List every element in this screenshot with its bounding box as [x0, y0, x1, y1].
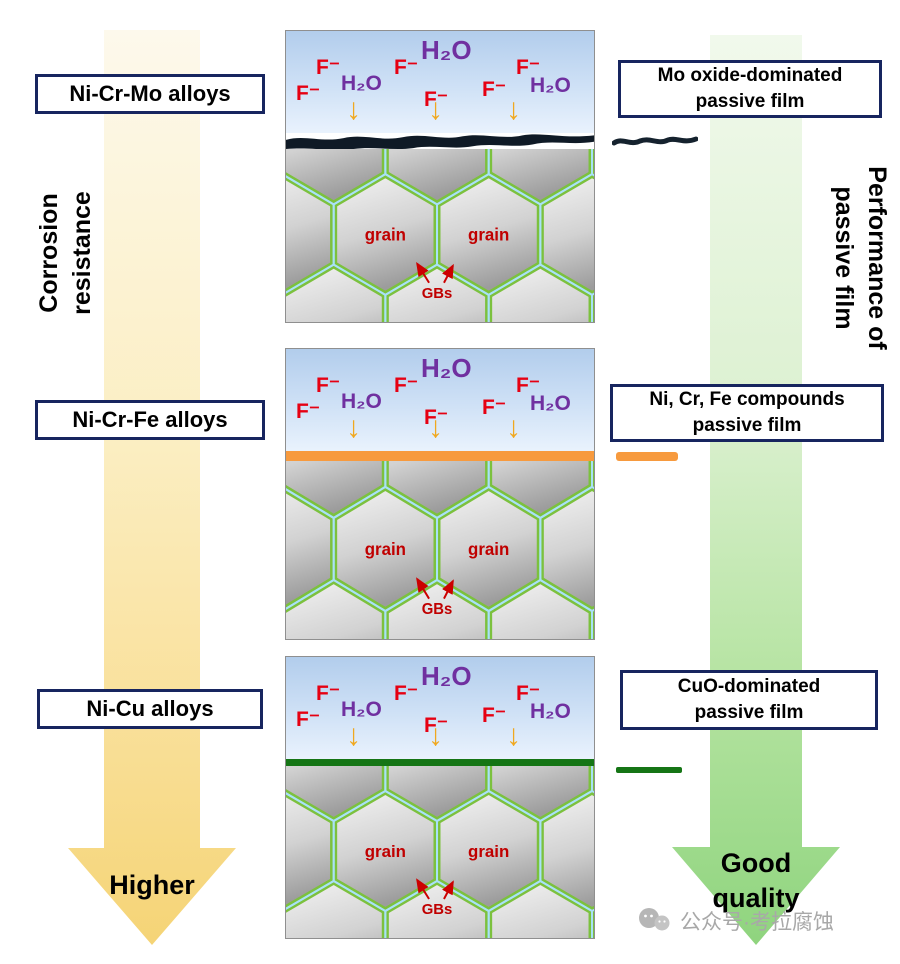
film-label-mo-oxide: Mo oxide-dominated passive film: [618, 60, 882, 118]
water-molecule-label: H₂O: [341, 390, 382, 413]
caption-line: quality: [712, 883, 800, 914]
fluoride-ion-label: F⁻: [296, 708, 320, 731]
caption-line: Good: [720, 848, 792, 878]
grain-label: grain: [365, 842, 406, 861]
grain-label: grain: [468, 225, 509, 244]
down-arrow-icon: ↓: [428, 411, 443, 444]
film-label-ni-cr-fe-compounds: Ni, Cr, Fe compounds passive film: [610, 384, 884, 442]
fluoride-ion-label: F⁻: [316, 682, 340, 705]
water-molecule-label: H₂O: [421, 353, 472, 383]
film-label-cuo: CuO-dominated passive film: [620, 670, 878, 730]
watermark-text: 公众号·考拉腐蚀: [680, 911, 834, 934]
panel-ni-cr-fe: F⁻ H₂O F⁻ H₂O F⁻ H₂O F⁻ F⁻ F⁻ ↓ ↓ ↓ grai…: [285, 348, 595, 640]
fluoride-ion-label: F⁻: [296, 400, 320, 423]
down-arrow-icon: ↓: [346, 93, 361, 126]
film-label-line: Ni, Cr, Fe compounds: [649, 389, 845, 411]
water-molecule-label: H₂O: [421, 35, 472, 65]
solution-region: F⁻ H₂O F⁻ H₂O F⁻ H₂O F⁻ F⁻ F⁻ ↓ ↓ ↓: [286, 31, 594, 133]
down-arrow-icon: ↓: [506, 93, 521, 126]
wechat-official-account-icon: [639, 908, 670, 931]
alloy-label-ni-cr-fe: Ni-Cr-Fe alloys: [35, 400, 265, 440]
grain-label: grain: [365, 539, 406, 559]
watermark: 公众号·考拉腐蚀: [638, 906, 834, 936]
fluoride-ion-label: F⁻: [482, 704, 506, 727]
alloy-label-ni-cu: Ni-Cu alloys: [37, 689, 263, 729]
water-molecule-label: H₂O: [421, 661, 472, 691]
panel-ni-cu: F⁻ H₂O F⁻ H₂O F⁻ H₂O F⁻ F⁻ F⁻ ↓ ↓ ↓ grai…: [285, 656, 595, 939]
down-arrow-icon: ↓: [428, 719, 443, 752]
grain-boundaries-label: GBs: [422, 601, 453, 618]
alloy-microstructure: grain grain GBs: [286, 766, 594, 938]
film-label-line: passive film: [695, 91, 805, 112]
passive-film-layer-mo: [286, 129, 594, 149]
water-molecule-label: H₂O: [341, 698, 382, 721]
solution-region: F⁻ H₂O F⁻ H₂O F⁻ H₂O F⁻ F⁻ F⁻ ↓ ↓ ↓: [286, 657, 594, 759]
film-swatch-mo: [612, 136, 698, 146]
fluoride-ion-label: F⁻: [424, 88, 448, 111]
fluoride-ion-label: F⁻: [516, 682, 540, 705]
film-label-line: CuO-dominated: [677, 676, 821, 698]
corrosion-resistance-axis-label: Corrosion resistance: [33, 93, 99, 413]
film-label-line: passive film: [694, 702, 804, 723]
axis-label-line: resistance: [67, 191, 96, 315]
fluoride-ion-label: F⁻: [316, 56, 340, 79]
down-arrow-icon: ↓: [506, 719, 521, 752]
fluoride-ion-label: F⁻: [424, 714, 448, 737]
down-arrow-icon: ↓: [428, 93, 443, 126]
fluoride-ion-label: F⁻: [316, 374, 340, 397]
axis-label-line: Corrosion: [35, 193, 63, 313]
film-swatch-cu: [616, 767, 682, 773]
fluoride-ion-label: F⁻: [296, 82, 320, 105]
fluoride-ion-label: F⁻: [394, 374, 418, 397]
water-molecule-label: H₂O: [530, 74, 571, 97]
alloy-label-ni-cr-mo: Ni-Cr-Mo alloys: [35, 74, 265, 114]
axis-label-line: Performance of: [863, 166, 891, 350]
passive-film-performance-axis-label: Performance of passive film: [827, 88, 893, 428]
film-label-line: passive film: [692, 415, 802, 436]
grain-label: grain: [468, 539, 509, 559]
panel-ni-cr-mo: F⁻ H₂O F⁻ H₂O F⁻ H₂O F⁻ F⁻ F⁻ ↓ ↓ ↓ grai…: [285, 30, 595, 323]
passive-film-layer-fe: [286, 451, 594, 461]
fluoride-ion-label: F⁻: [482, 78, 506, 101]
fluoride-ion-label: F⁻: [394, 56, 418, 79]
passive-film-performance-arrow: [672, 35, 840, 945]
alloy-microstructure: grain grain GBs: [286, 461, 594, 639]
grain-label: grain: [365, 225, 406, 244]
grain-label: grain: [468, 842, 509, 861]
axis-label-line: passive film: [830, 186, 859, 330]
fluoride-ion-label: F⁻: [516, 56, 540, 79]
fluoride-ion-label: F⁻: [394, 682, 418, 705]
alloy-microstructure: grain grain GBs: [286, 149, 594, 322]
water-molecule-label: H₂O: [530, 700, 571, 723]
grain-boundaries-label: GBs: [422, 901, 453, 918]
down-arrow-icon: ↓: [506, 411, 521, 444]
solution-region: F⁻ H₂O F⁻ H₂O F⁻ H₂O F⁻ F⁻ F⁻ ↓ ↓ ↓: [286, 349, 594, 451]
fluoride-ion-label: F⁻: [516, 374, 540, 397]
fluoride-ion-label: F⁻: [482, 396, 506, 419]
fluoride-ion-label: F⁻: [424, 406, 448, 429]
film-label-line: Mo oxide-dominated: [657, 65, 843, 87]
higher-caption: Higher: [109, 870, 195, 900]
good-quality-caption: Good quality: [672, 846, 840, 916]
down-arrow-icon: ↓: [346, 719, 361, 752]
grain-boundaries-label: GBs: [422, 285, 453, 302]
film-swatch-fe: [616, 452, 678, 461]
water-molecule-label: H₂O: [530, 392, 571, 415]
water-molecule-label: H₂O: [341, 72, 382, 95]
passive-film-layer-cu: [286, 759, 594, 766]
down-arrow-icon: ↓: [346, 411, 361, 444]
